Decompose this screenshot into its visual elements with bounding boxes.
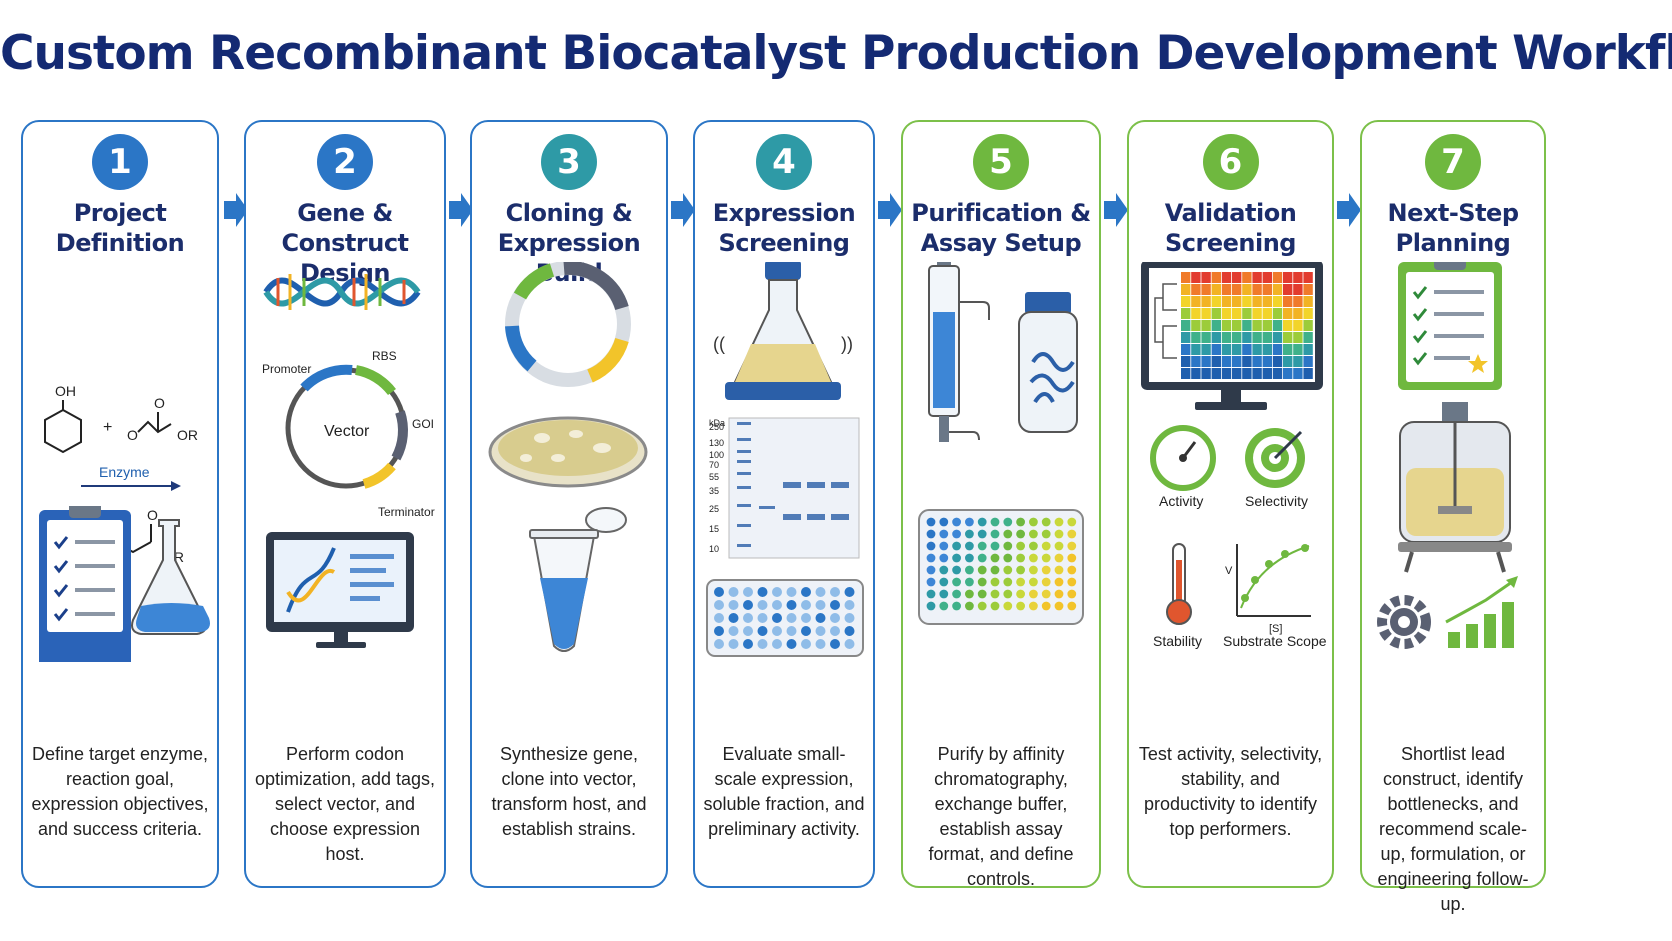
o-label: O: [154, 395, 165, 411]
step-number-badge: 1: [92, 134, 148, 190]
ladder-label: 100: [709, 450, 724, 460]
checklist-clipboard-icon: [37, 502, 217, 671]
protein-bottle-icon: [1018, 292, 1078, 433]
plasmid-icon: [505, 262, 631, 387]
vector-label: Vector: [324, 423, 370, 440]
goi-label: GOI: [412, 417, 434, 431]
step-card-4: 4 Expression Screening (()): [693, 120, 875, 888]
step-card-5: 5 Purification & Assay Setup Purify by: [901, 120, 1103, 889]
page-title: Custom Recombinant Biocatalyst Productio…: [0, 26, 1672, 81]
ladder-label: 250: [709, 422, 724, 432]
plasmid-vector-icon: [285, 364, 408, 489]
thermometer-icon: [1166, 543, 1192, 625]
construct-illustration: Promoter RBS Vector GOI Terminator: [246, 262, 448, 652]
step-number-badge: 3: [541, 134, 597, 190]
validation-illustration: Activity Selectivity Stability V: [1129, 262, 1336, 662]
monitor-icon: [266, 532, 414, 648]
planning-illustration: [1362, 262, 1548, 662]
assay-plate-icon: [918, 509, 1084, 625]
step-card-2: 2 Gene & Construct Design Promo: [244, 120, 446, 888]
step-number-badge: 5: [973, 134, 1029, 190]
bioreactor-icon: [1398, 402, 1512, 573]
step-card-7: 7 Next-Step Planning: [1360, 120, 1548, 914]
purification-illustration: [903, 262, 1103, 662]
svg-text:+: +: [103, 419, 112, 436]
promoter-label: Promoter: [262, 362, 311, 376]
tube-icon: [529, 507, 627, 652]
shaker-flask-icon: (()): [713, 262, 853, 400]
ladder-label: 70: [709, 460, 719, 470]
step-title: Validation Screening: [1164, 199, 1297, 257]
step-description: Purify by affinity chromatography, excha…: [928, 744, 1074, 889]
sds-page-gel-icon: [728, 417, 860, 559]
step-title: Expression Screening: [712, 199, 856, 257]
or-label: OR: [177, 427, 198, 443]
svg-text:((: ((: [713, 334, 725, 354]
heatmap-monitor-icon: [1141, 262, 1323, 410]
checklist-icon: [1398, 262, 1502, 390]
step-title: Purification & Assay Setup: [911, 199, 1091, 257]
well-plate-icon: [706, 579, 864, 657]
substrate-scope-label: Substrate Scope: [1223, 633, 1327, 649]
step-card-6: 6 Validation Screening Activity: [1127, 120, 1334, 888]
kda-label: kDa: [709, 418, 725, 428]
arrow-right-icon: [449, 193, 473, 227]
svg-text:)): )): [841, 334, 853, 354]
step-title: Next-Step Planning: [1387, 199, 1520, 257]
target-icon: [1245, 428, 1305, 488]
gear-icon: [1377, 595, 1431, 649]
arrow-right-icon: [224, 193, 248, 227]
ladder-label: 55: [709, 472, 719, 482]
step-description: Synthesize gene, clone into vector, tran…: [491, 744, 647, 839]
arrow-right-icon: [1104, 193, 1128, 227]
step-title: Project Definition: [55, 199, 185, 257]
step-number-badge: 6: [1202, 134, 1259, 190]
rbs-label: RBS: [372, 349, 397, 363]
v-label: V: [1225, 565, 1233, 577]
ladder-label: 130: [709, 438, 724, 448]
activity-label: Activity: [1159, 493, 1203, 509]
o-label: O: [147, 507, 158, 523]
step-card-3: 3 Cloning & Expression Build: [470, 120, 668, 888]
step-description: Shortlist lead construct, identify bottl…: [1377, 744, 1529, 914]
step-card-1: 1 Project Definition OH + O O OR Enzyme …: [21, 120, 219, 888]
step-number-badge: 7: [1425, 134, 1481, 190]
ladder-label: 15: [709, 524, 719, 534]
selectivity-label: Selectivity: [1245, 493, 1308, 509]
arrow-right-icon: [671, 193, 695, 227]
ladder-label: 35: [709, 486, 719, 496]
enzyme-label: Enzyme: [99, 464, 150, 480]
chromatography-column-icon: [928, 262, 990, 442]
step-number-badge: 4: [756, 134, 812, 190]
growth-chart-icon: [1445, 576, 1518, 648]
ladder-label: 10: [709, 544, 719, 554]
gauge-icon: [1150, 425, 1216, 491]
oh-label: OH: [55, 383, 76, 399]
s-label: [S]: [1269, 623, 1282, 635]
dna-helix-icon: [263, 274, 421, 310]
step-description: Perform codon optimization, add tags, se…: [254, 744, 436, 864]
step-description: Define target enzyme, reaction goal, exp…: [31, 744, 209, 839]
step-number-badge: 2: [317, 134, 373, 190]
terminator-label: Terminator: [378, 505, 435, 519]
cloning-illustration: [472, 262, 670, 662]
stability-label: Stability: [1153, 633, 1202, 649]
arrow-right-icon: [1337, 193, 1361, 227]
petri-dish-icon: [488, 416, 648, 488]
arrow-right-icon: [878, 193, 902, 227]
ladder-label: 25: [709, 504, 719, 514]
step-description: Test activity, selectivity, stability, a…: [1138, 744, 1323, 839]
kinetics-plot-icon: [1236, 544, 1311, 617]
step-description: Evaluate small-scale expression, soluble…: [703, 744, 865, 839]
o-label: O: [127, 427, 138, 443]
